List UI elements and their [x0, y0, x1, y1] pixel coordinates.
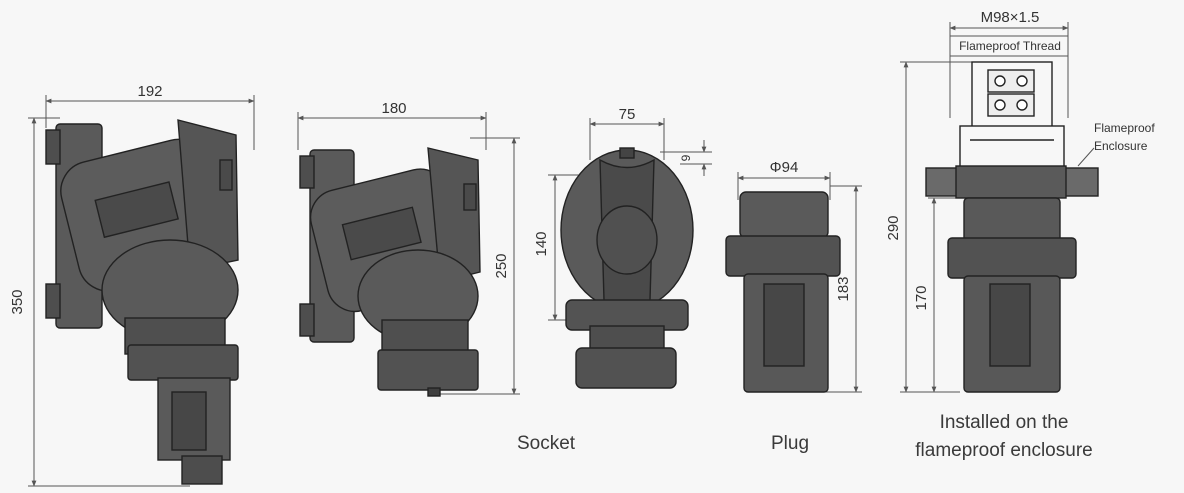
caption-socket: Socket: [517, 433, 576, 454]
installed-view: M98×1.5 Flameproof Thread 290 170: [885, 9, 1155, 461]
socket-front-body: [560, 147, 694, 389]
leader-line-enclosure: [1077, 147, 1095, 167]
dim-label-75: 75: [619, 106, 636, 123]
dimension-width-192: [45, 95, 255, 150]
dim-label-phi94: Φ94: [770, 159, 799, 176]
dimension-height-170: [928, 197, 960, 393]
caption-installed-line1: Installed on the: [940, 412, 1069, 433]
dimension-height-250: [440, 137, 520, 395]
dim-label-140: 140: [533, 231, 550, 256]
dimension-top-9: [660, 140, 712, 176]
dimension-width-75: [589, 118, 665, 160]
socket-front-view: 75 9 140 Socket: [517, 106, 712, 454]
socket-angled-view-b: 180 250: [297, 100, 520, 397]
dim-label-m98: M98×1.5: [981, 9, 1040, 26]
dim-label-250: 250: [493, 253, 510, 278]
dim-label-192: 192: [137, 83, 162, 100]
socket-body-b: [299, 147, 481, 397]
installed-body: [925, 61, 1099, 393]
dimension-height-290: [900, 61, 972, 393]
label-flameproof-thread: Flameproof Thread: [959, 39, 1061, 53]
dimension-thread-m98: [949, 22, 1069, 118]
caption-plug: Plug: [771, 433, 809, 454]
socket-body-a: [45, 119, 239, 485]
dim-label-290: 290: [885, 215, 902, 240]
dimension-height-183: [820, 185, 862, 393]
dim-label-9: 9: [679, 154, 693, 161]
plug-body: [725, 191, 841, 393]
label-flameproof: Flameproof: [1094, 121, 1155, 135]
socket-angled-view-a: 192 350: [9, 83, 255, 487]
label-enclosure: Enclosure: [1094, 139, 1148, 153]
dim-label-180: 180: [381, 100, 406, 117]
dim-label-350: 350: [9, 289, 26, 314]
dimension-width-180: [297, 112, 487, 150]
dim-label-183: 183: [835, 276, 852, 301]
plug-view: Φ94 183 Plug: [725, 159, 862, 454]
caption-installed-line2: flameproof enclosure: [915, 440, 1092, 461]
dimension-height-350: [28, 117, 190, 487]
dim-label-170: 170: [913, 285, 930, 310]
